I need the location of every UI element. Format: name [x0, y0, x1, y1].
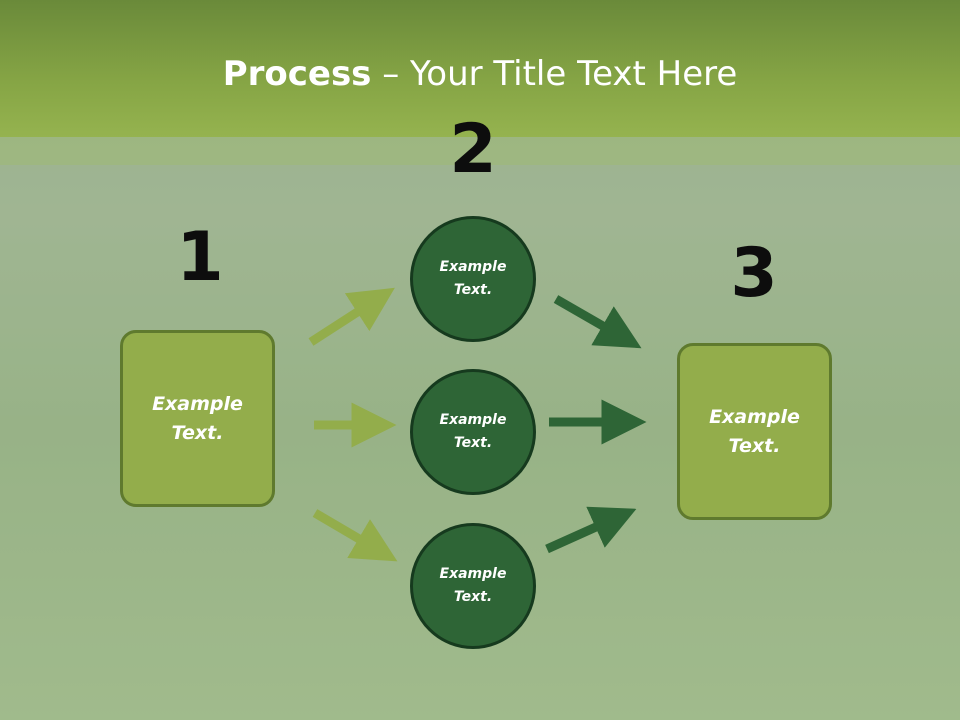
circle-bottom-text: Example Text.	[439, 566, 507, 605]
step-number-3: 3	[730, 234, 778, 313]
title-bold: Process	[222, 54, 372, 94]
step-3-text: Example Text.	[709, 405, 800, 457]
step-2-circle-bottom: Example Text.	[410, 523, 536, 649]
title-rest: – Your Title Text Here	[371, 54, 738, 94]
step-1-text: Example Text.	[152, 392, 243, 444]
step-1-box: Example Text.	[120, 330, 275, 507]
step-2-circle-top: Example Text.	[410, 216, 536, 342]
step-3-box: Example Text.	[677, 343, 832, 520]
slide-title: Process – Your Title Text Here	[0, 52, 960, 96]
step-2-circle-middle: Example Text.	[410, 369, 536, 495]
step-number-1: 1	[176, 218, 224, 297]
title-bar	[0, 0, 960, 137]
circle-middle-text: Example Text.	[439, 412, 507, 451]
step-number-2: 2	[449, 110, 497, 189]
title-bar-strip	[0, 137, 960, 165]
circle-top-text: Example Text.	[439, 259, 507, 298]
